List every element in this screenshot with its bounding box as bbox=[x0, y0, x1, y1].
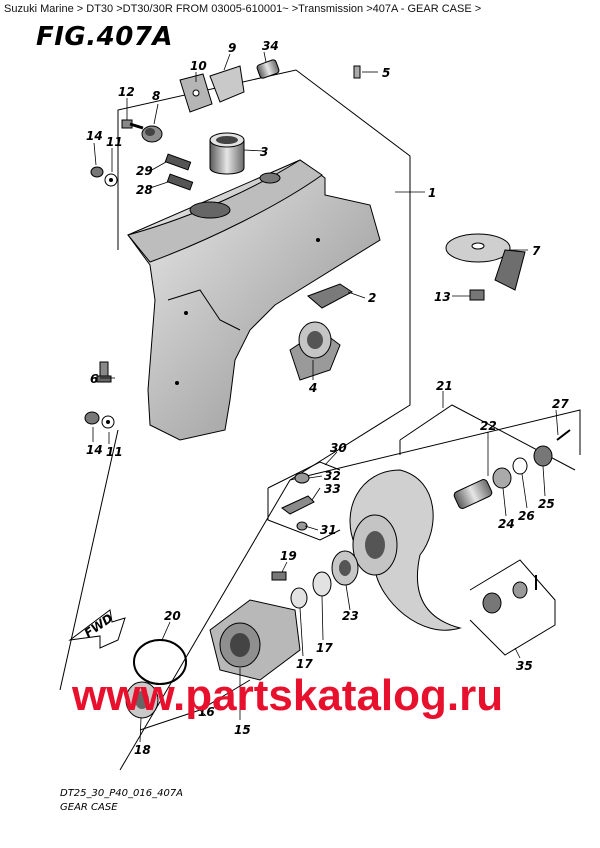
callout-33: 33 bbox=[324, 482, 341, 496]
callout-8: 8 bbox=[152, 89, 160, 103]
group-bracket-35 bbox=[469, 559, 556, 656]
propeller[interactable] bbox=[349, 469, 462, 631]
callout-30: 30 bbox=[330, 441, 347, 455]
ring-17a[interactable] bbox=[312, 571, 332, 597]
callout-11b: 11 bbox=[106, 445, 123, 459]
callout-31: 31 bbox=[320, 523, 337, 537]
group-frame bbox=[59, 69, 581, 771]
ring-17b[interactable] bbox=[290, 587, 308, 609]
crumb-transmission[interactable]: Transmission bbox=[298, 3, 364, 15]
clamp-2[interactable] bbox=[307, 283, 353, 309]
callout-18: 18 bbox=[134, 743, 151, 757]
callout-20: 20 bbox=[164, 609, 181, 623]
callout-11a: 11 bbox=[106, 135, 123, 149]
group-bracket-21 bbox=[399, 404, 576, 471]
washer-11b[interactable] bbox=[101, 415, 115, 429]
seal-4[interactable] bbox=[298, 321, 332, 359]
gear-case-housing[interactable] bbox=[127, 159, 381, 441]
callout-12: 12 bbox=[118, 85, 135, 99]
seal-23[interactable] bbox=[331, 550, 359, 586]
callout-10: 10 bbox=[190, 59, 207, 73]
bolt-19[interactable] bbox=[271, 571, 287, 581]
crumb-separator: > bbox=[113, 3, 123, 15]
crumb-model[interactable]: DT30/30R FROM 03005-610001~ bbox=[122, 3, 289, 15]
o-ring-20[interactable] bbox=[133, 639, 187, 685]
group-bracket-30 bbox=[267, 461, 341, 541]
bolt-6[interactable] bbox=[96, 361, 112, 383]
plate-33[interactable] bbox=[281, 495, 315, 515]
callout-22: 22 bbox=[480, 419, 497, 433]
callout-23: 23 bbox=[342, 609, 359, 623]
cover-plate[interactable] bbox=[179, 73, 213, 113]
washer-26[interactable] bbox=[512, 457, 528, 475]
callout-16: 16 bbox=[198, 705, 215, 719]
crumb-gear-case[interactable]: 407A - GEAR CASE bbox=[372, 3, 472, 15]
callout-1: 1 bbox=[428, 186, 436, 200]
bearing-3[interactable] bbox=[209, 132, 245, 175]
callout-14a: 14 bbox=[86, 129, 103, 143]
crumb-dt30[interactable]: DT30 bbox=[86, 3, 114, 15]
callout-17b: 17 bbox=[296, 657, 313, 671]
breadcrumb: Suzuki Marine > DT30 >DT30/30R FROM 0300… bbox=[4, 3, 481, 15]
crumb-separator: > bbox=[363, 3, 373, 15]
bolt-13[interactable] bbox=[469, 289, 485, 301]
diagram-name: GEAR CASE bbox=[60, 802, 118, 813]
callout-15: 15 bbox=[234, 723, 251, 737]
spacer-24[interactable] bbox=[492, 467, 512, 489]
seal-18[interactable] bbox=[125, 681, 159, 719]
screw-14a[interactable] bbox=[90, 166, 104, 178]
bearing-housing-15[interactable] bbox=[209, 599, 301, 681]
callout-17a: 17 bbox=[316, 641, 333, 655]
callout-4: 4 bbox=[308, 381, 317, 395]
crumb-separator: > bbox=[471, 3, 482, 15]
plug-34[interactable] bbox=[256, 59, 280, 79]
fwd-arrow-icon: FWD bbox=[68, 609, 126, 649]
cotter-pin-27[interactable] bbox=[556, 429, 571, 441]
callout-13: 13 bbox=[434, 290, 451, 304]
crumb-suzuki-marine[interactable]: Suzuki Marine bbox=[4, 3, 74, 15]
screw-14b[interactable] bbox=[84, 411, 100, 425]
callout-9: 9 bbox=[228, 41, 236, 55]
callout-14b: 14 bbox=[86, 443, 103, 457]
callout-5: 5 bbox=[382, 66, 390, 80]
bush-22[interactable] bbox=[453, 478, 493, 510]
watermark-text: www.partskatalog.ru bbox=[71, 671, 503, 720]
nut-25[interactable] bbox=[533, 445, 553, 467]
callout-27: 27 bbox=[552, 397, 569, 411]
pin-5[interactable] bbox=[353, 65, 361, 79]
anode-7[interactable] bbox=[445, 233, 526, 291]
leader-lines bbox=[92, 51, 559, 743]
diagram-code: DT25_30_P40_016_407A bbox=[60, 788, 183, 799]
figure-title: FIG.407A bbox=[36, 22, 174, 52]
callout-6: 6 bbox=[90, 372, 98, 386]
callout-26: 26 bbox=[518, 509, 535, 523]
callout-34: 34 bbox=[262, 39, 279, 53]
callout-7: 7 bbox=[532, 244, 541, 258]
callout-2: 2 bbox=[368, 291, 376, 305]
callout-3: 3 bbox=[260, 145, 268, 159]
callout-25: 25 bbox=[538, 497, 555, 511]
spacer-28[interactable] bbox=[166, 173, 194, 191]
callout-29: 29 bbox=[136, 164, 153, 178]
cover-bracket[interactable] bbox=[209, 65, 245, 103]
bush-8[interactable] bbox=[141, 125, 163, 143]
spacer-29[interactable] bbox=[164, 153, 192, 171]
callout-labels: 1 2 3 4 5 6 7 8 9 10 11 11 12 13 14 14 1… bbox=[86, 39, 569, 757]
washer-11a[interactable] bbox=[104, 173, 118, 187]
callout-32: 32 bbox=[324, 469, 341, 483]
callout-24: 24 bbox=[498, 517, 515, 531]
bolt-31[interactable] bbox=[296, 521, 308, 531]
callout-19: 19 bbox=[280, 549, 297, 563]
callout-21: 21 bbox=[436, 379, 453, 393]
callout-35: 35 bbox=[516, 659, 533, 673]
nut-kit-35[interactable] bbox=[482, 575, 537, 614]
callout-28: 28 bbox=[136, 183, 153, 197]
nut-32[interactable] bbox=[294, 472, 310, 484]
crumb-separator: > bbox=[73, 3, 87, 15]
bolt-12[interactable] bbox=[121, 119, 144, 130]
crumb-separator: > bbox=[288, 3, 299, 15]
